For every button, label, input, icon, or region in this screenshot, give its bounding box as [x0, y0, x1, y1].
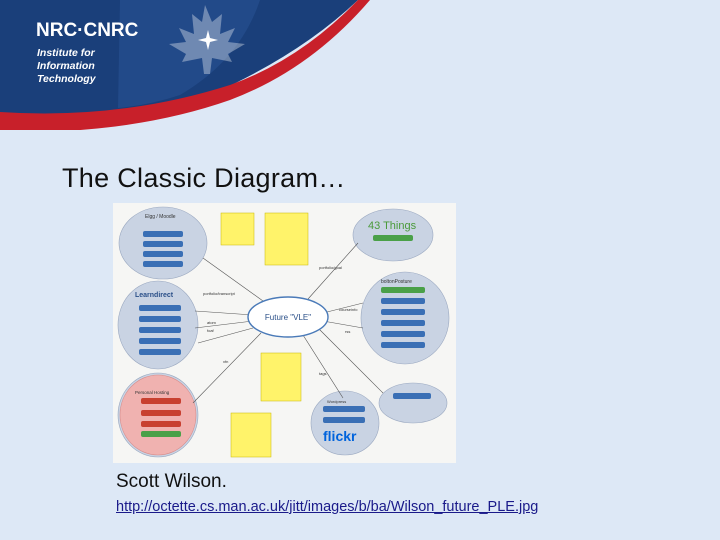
nrc-logo: NRC·CNRC — [36, 20, 139, 41]
image-credit: Scott Wilson. — [116, 471, 227, 492]
ple-diagram-image: Future "VLE" — [113, 203, 456, 463]
ple-diagram: Future "VLE" — [117, 206, 450, 458]
service-wordpress: Wordpress — [327, 399, 346, 404]
flow-label-courseinfo: courseinfo — [339, 307, 358, 312]
center-label: Future "VLE" — [265, 313, 311, 322]
service-bolton: boltonPosture — [381, 279, 412, 285]
institute-line-2: Information — [37, 60, 95, 72]
institute-line-3: Technology — [37, 73, 97, 85]
green-bars — [141, 235, 425, 437]
red-bars — [141, 398, 181, 427]
service-flickr: flickr — [323, 428, 357, 444]
banner-shade — [118, 0, 260, 108]
flow-label-xfn: xfn — [223, 359, 228, 364]
flow-label-atom: atom — [207, 320, 217, 325]
flow-label-tags: tags — [319, 371, 327, 376]
flow-label-rss: rss — [345, 329, 350, 334]
flow-label-portfolio-transcript: portfolio/transcript — [203, 291, 236, 296]
slide-title: The Classic Diagram… — [62, 163, 346, 193]
sparkle-icon — [198, 30, 218, 50]
flow-label-portfolio-goal: portfolio/goal — [319, 265, 342, 270]
service-elgg: Elgg / Moodle — [145, 214, 176, 220]
institute-line-1: Institute for — [37, 47, 96, 59]
center-ellipse — [247, 296, 329, 338]
service-personal-hosting: Personal Hosting — [135, 390, 170, 395]
banner-red-stripe — [0, 0, 370, 130]
header-banner: NRC·CNRC Institute for Information Techn… — [0, 0, 370, 130]
service-learndirect: Learndirect — [135, 292, 174, 299]
sticky-notes — [220, 212, 309, 458]
service-bars — [139, 231, 431, 423]
flow-arrows — [192, 242, 384, 404]
service-43things: 43 Things — [368, 220, 417, 232]
image-source-link[interactable]: http://octette.cs.man.ac.uk/jitt/images/… — [116, 499, 539, 515]
flow-label-foaf: foaf — [207, 328, 215, 333]
